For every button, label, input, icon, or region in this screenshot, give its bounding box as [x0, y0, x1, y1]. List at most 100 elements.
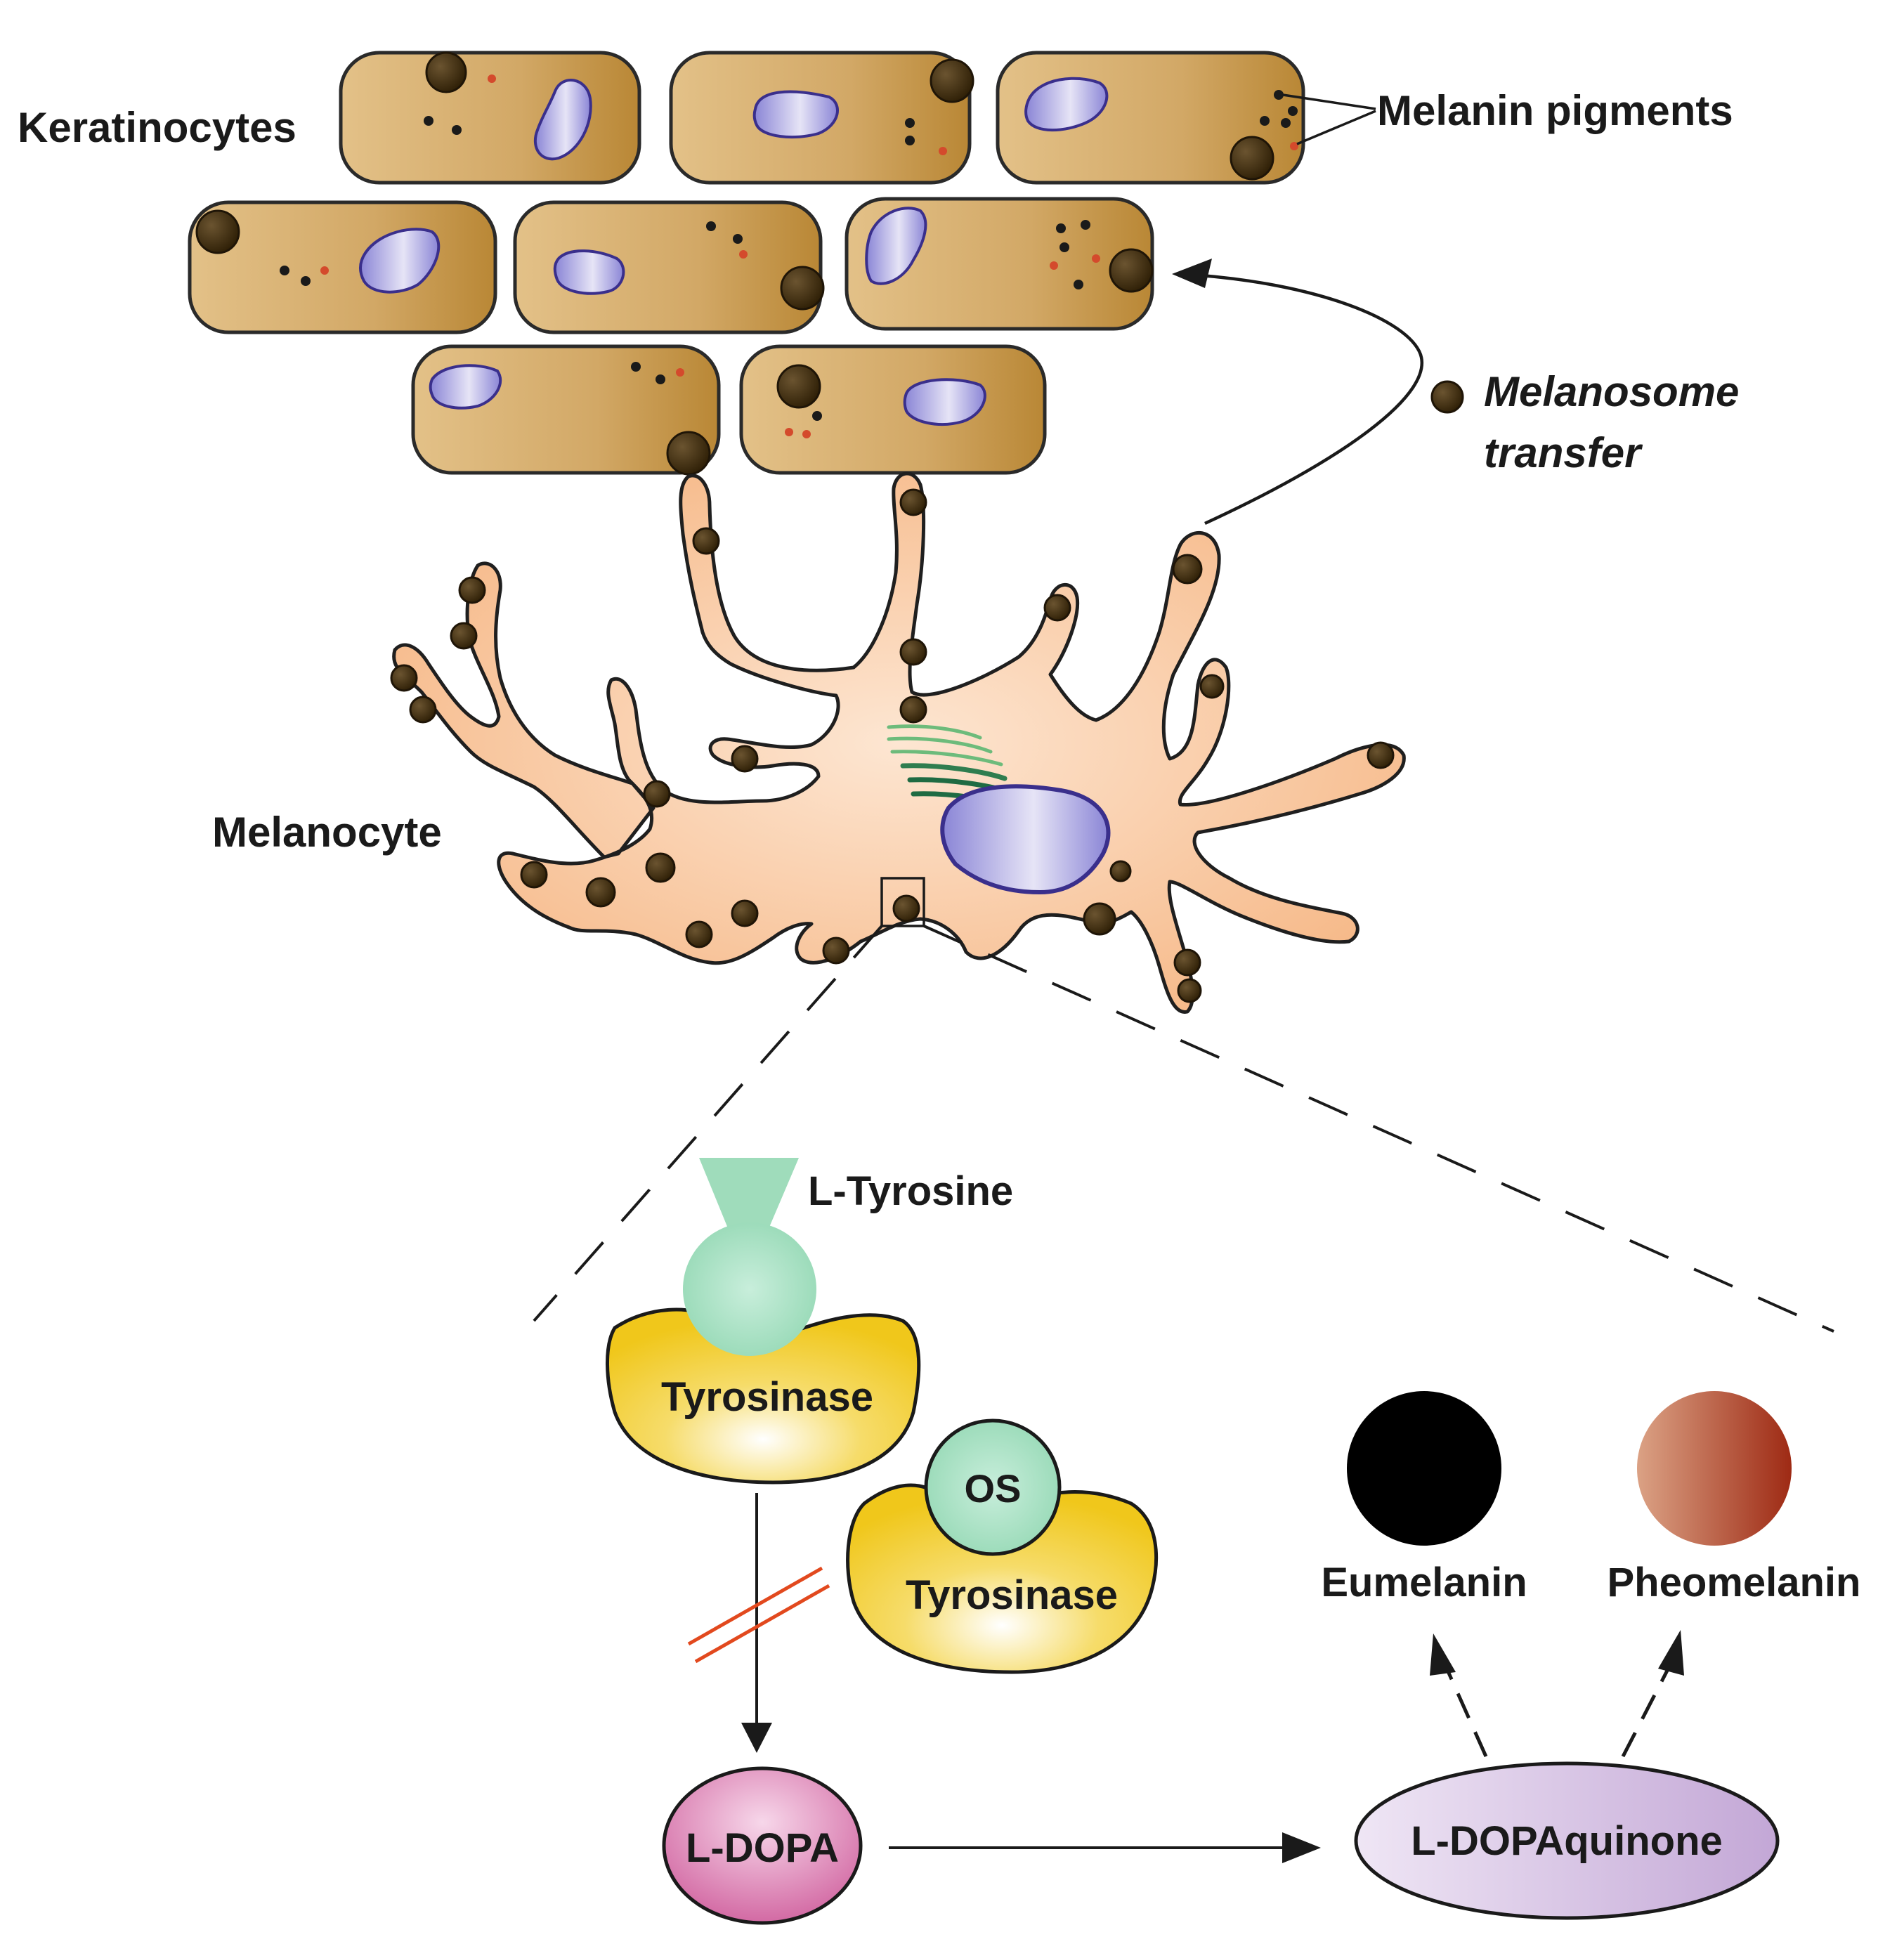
pheomelanin-granule — [488, 74, 496, 83]
pheomelanin-granule — [676, 368, 684, 377]
melanosome — [666, 431, 711, 476]
l-tyrosine-ball — [683, 1222, 816, 1356]
melanosome — [1230, 136, 1274, 181]
nucleus — [533, 79, 592, 161]
melanosome — [1177, 978, 1202, 1003]
eumelanin-granule — [905, 136, 915, 145]
melanosome — [899, 638, 927, 666]
keratinocyte-cell — [513, 200, 823, 334]
melanosome — [731, 745, 759, 773]
l-dopa-node — [662, 1766, 863, 1925]
l-tyrosine-label: L-Tyrosine — [808, 1168, 1013, 1214]
eumelanin-granule — [301, 276, 311, 286]
nucleus — [1024, 77, 1109, 132]
nucleus — [429, 364, 502, 410]
eumelanin-sphere — [1347, 1391, 1501, 1546]
keratinocyte-melanosomes — [195, 51, 1274, 476]
melanosome — [458, 576, 486, 604]
zoom-lines — [533, 925, 1834, 1333]
nucleus — [752, 90, 839, 139]
melanosome — [1109, 860, 1132, 882]
eumelanin-granule — [1074, 280, 1083, 289]
l-dopa-label: L-DOPA — [686, 1825, 839, 1871]
nucleus — [359, 228, 441, 294]
ldopa-to-dopaquinone-arrowhead — [1282, 1832, 1321, 1863]
l-dopaquinone-node — [1354, 1761, 1780, 1920]
melanosome — [1367, 741, 1395, 769]
melanosome — [685, 920, 713, 948]
melanosome — [390, 664, 418, 692]
melanosome-transfer-label-line2: transfer — [1484, 429, 1643, 476]
os-label: OS — [965, 1466, 1022, 1511]
melanosome — [930, 58, 974, 103]
melanocyte-body — [392, 471, 1406, 1014]
eumelanin-granule — [1059, 242, 1069, 252]
melanocyte-nucleus — [940, 784, 1111, 895]
pheomelanin-granule — [939, 147, 947, 155]
melanosome — [1043, 594, 1071, 622]
melanosome-transfer-arrowhead — [1172, 259, 1212, 288]
pheomelanin-arrowhead — [1658, 1630, 1684, 1676]
melanosome-transfer-arrow — [1180, 272, 1424, 526]
melanosome — [780, 266, 825, 311]
melanocyte-melanosomes — [390, 488, 1395, 1003]
eumelanin-granule — [280, 266, 289, 275]
melanosome — [1109, 248, 1154, 293]
pheomelanin-sphere — [1637, 1391, 1792, 1546]
os-inhibitor — [924, 1418, 1062, 1556]
pheomelanin-granule — [1290, 142, 1298, 150]
melanosome — [195, 209, 240, 254]
melanosome — [520, 861, 548, 889]
melanosome — [892, 894, 920, 922]
eumelanin-granule — [1260, 116, 1270, 126]
eumelanin-granule — [733, 234, 743, 244]
dopaquinone-to-melanin-arrows — [1443, 1664, 1672, 1758]
eumelanin-granule — [1081, 220, 1090, 230]
pheomelanin-granule — [1050, 261, 1058, 270]
melanosome — [585, 877, 616, 908]
melanosome — [899, 696, 927, 724]
melanosome — [409, 696, 437, 724]
melanosome — [822, 937, 850, 965]
eumelanin-granule — [1281, 118, 1291, 128]
keratinocyte-layer — [188, 51, 1305, 475]
keratinocyte-cell — [739, 344, 1047, 475]
tyrosinase-label-2: Tyrosinase — [906, 1572, 1118, 1618]
melanosome — [1172, 554, 1203, 585]
nucleus — [903, 378, 986, 426]
eumelanin-granule — [1288, 106, 1298, 116]
melanin-pigments-pointer — [1282, 93, 1376, 145]
melanosome — [776, 364, 821, 409]
melanosome — [643, 780, 671, 808]
pheomelanin-granule — [320, 266, 329, 275]
keratinocyte-nuclei — [359, 77, 1109, 426]
tyrosinase-label-1: Tyrosinase — [661, 1374, 873, 1420]
eumelanin-granule — [812, 411, 822, 421]
zoom-box — [880, 877, 925, 927]
melanosome — [1199, 674, 1225, 699]
eumelanin-granule — [452, 125, 462, 135]
eumelanin-granule — [1274, 90, 1284, 100]
melanosome — [1173, 948, 1201, 977]
melanosome — [645, 852, 676, 883]
nucleus — [865, 207, 927, 285]
eumelanin-label: Eumelanin — [1321, 1560, 1527, 1605]
eumelanin-granule — [1056, 223, 1066, 233]
inhibition-mark — [687, 1566, 830, 1664]
eumelanin-granule — [656, 374, 665, 384]
melanin-pigments-label: Melanin pigments — [1377, 87, 1733, 134]
l-tyrosine-funnel — [699, 1158, 799, 1244]
pheomelanin-granule — [802, 430, 811, 438]
pigment-granules — [280, 74, 1298, 438]
melanosome-legend-icon — [1430, 380, 1464, 414]
keratinocyte-cell — [339, 51, 641, 185]
melanosome — [899, 488, 927, 516]
melanosome — [1083, 902, 1116, 936]
melanocyte-label: Melanocyte — [212, 809, 442, 856]
l-dopaquinone-label: L-DOPAquinone — [1411, 1818, 1723, 1864]
melanosome — [692, 527, 720, 555]
melanosome — [731, 899, 759, 927]
pheomelanin-label: Pheomelanin — [1608, 1560, 1861, 1605]
